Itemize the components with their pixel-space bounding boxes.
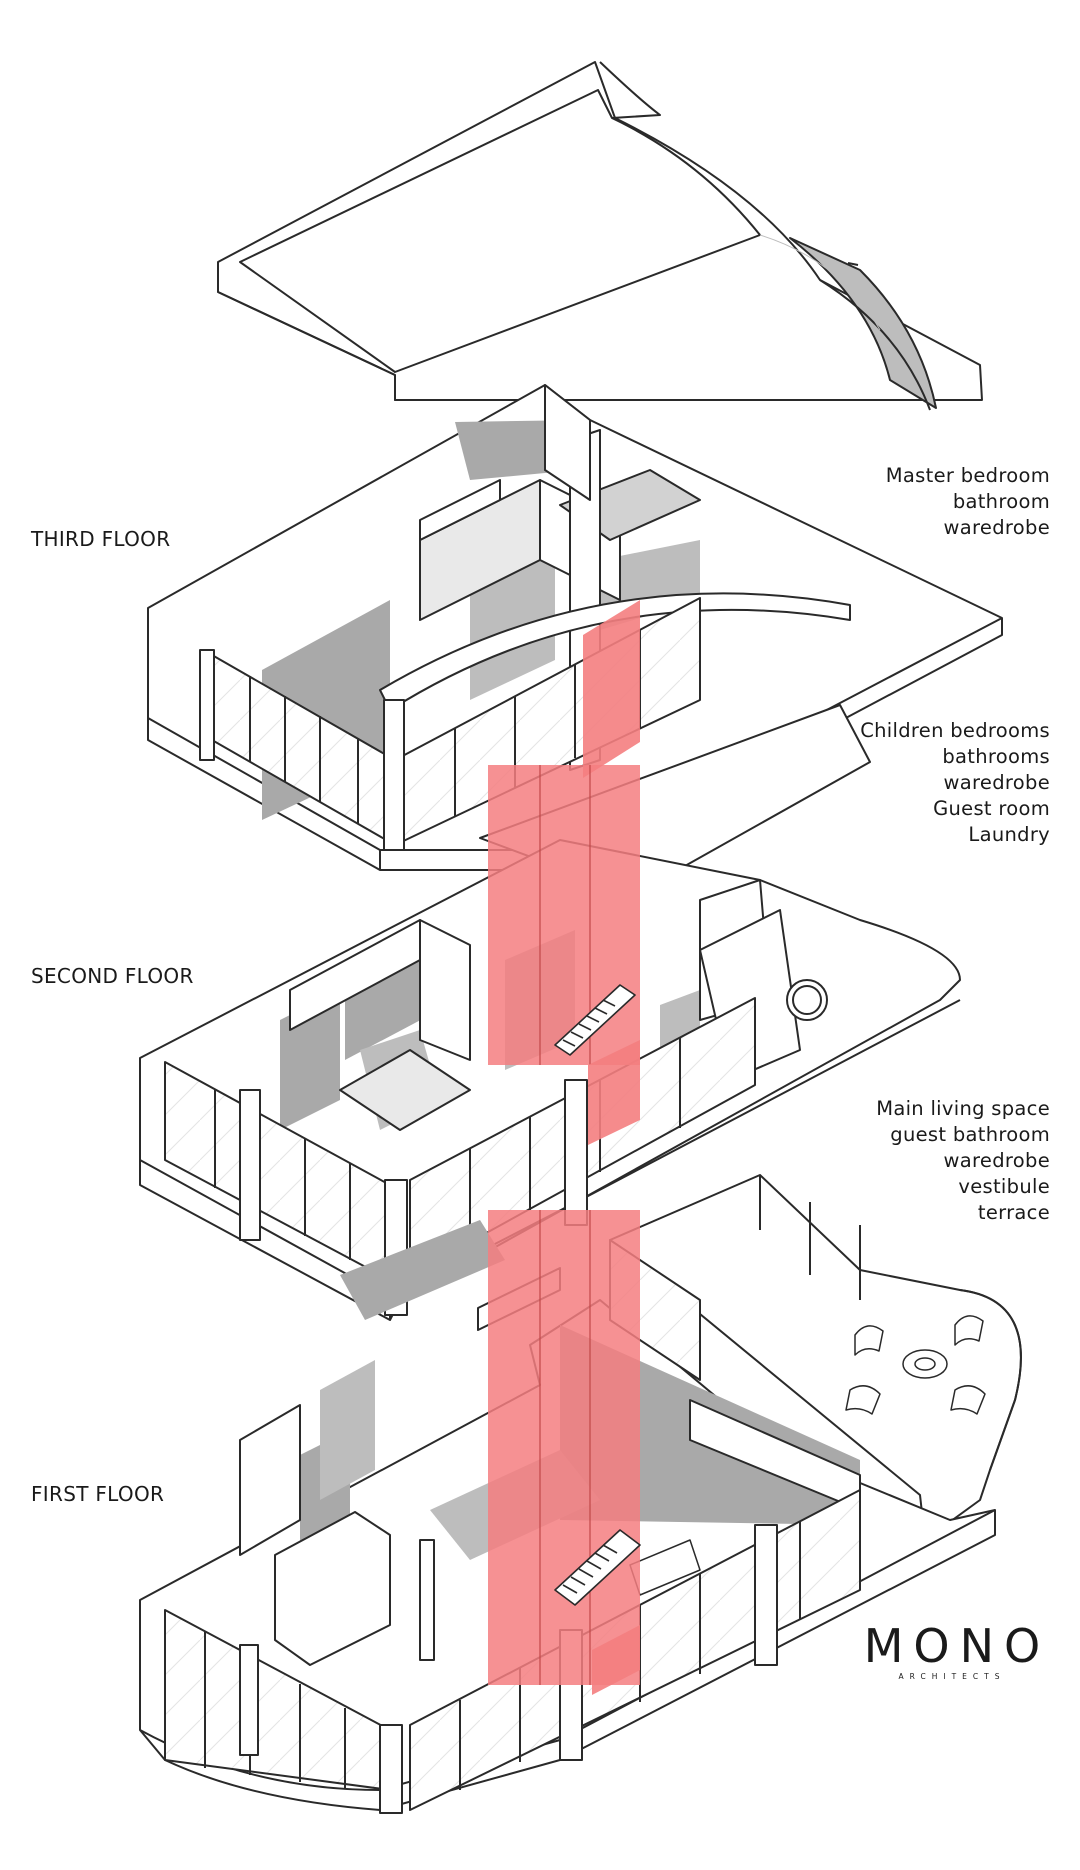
room-label: Children bedrooms bbox=[860, 719, 1050, 742]
room-label: guest bathroom bbox=[890, 1123, 1050, 1146]
room-label: bathrooms bbox=[942, 745, 1050, 768]
room-label: bathroom bbox=[952, 490, 1050, 513]
staircase-first-floor bbox=[554, 1529, 641, 1606]
floor-label-second: SECOND FLOOR bbox=[31, 964, 194, 988]
third-floor-room-list: Master bedroom bathroom waredrobe bbox=[886, 463, 1050, 541]
room-label: waredrobe bbox=[943, 771, 1050, 794]
room-label: terrace bbox=[977, 1201, 1050, 1224]
second-floor-room-list: Children bedrooms bathrooms waredrobe Gu… bbox=[860, 718, 1050, 848]
floor-label-third: THIRD FLOOR bbox=[31, 527, 171, 551]
stair-core bbox=[488, 600, 640, 1695]
staircase-second-floor bbox=[554, 984, 636, 1056]
logo-subtitle: ARCHITECTS bbox=[898, 1672, 1006, 1681]
floor-label-first: FIRST FLOOR bbox=[31, 1482, 165, 1506]
room-label: waredrobe bbox=[943, 1149, 1050, 1172]
roof-slab bbox=[217, 61, 983, 411]
mono-architects-logo: MONO ARCHITECTS bbox=[852, 1622, 1052, 1681]
logo-wordmark: MONO bbox=[863, 1619, 1051, 1673]
room-label: waredrobe bbox=[943, 516, 1050, 539]
room-label: Main living space bbox=[876, 1097, 1050, 1120]
room-label: Guest room bbox=[933, 797, 1050, 820]
room-label: vestibule bbox=[958, 1175, 1050, 1198]
room-label: Laundry bbox=[968, 823, 1050, 846]
room-label: Master bedroom bbox=[885, 464, 1050, 487]
first-floor-room-list: Main living space guest bathroom waredro… bbox=[876, 1096, 1050, 1226]
